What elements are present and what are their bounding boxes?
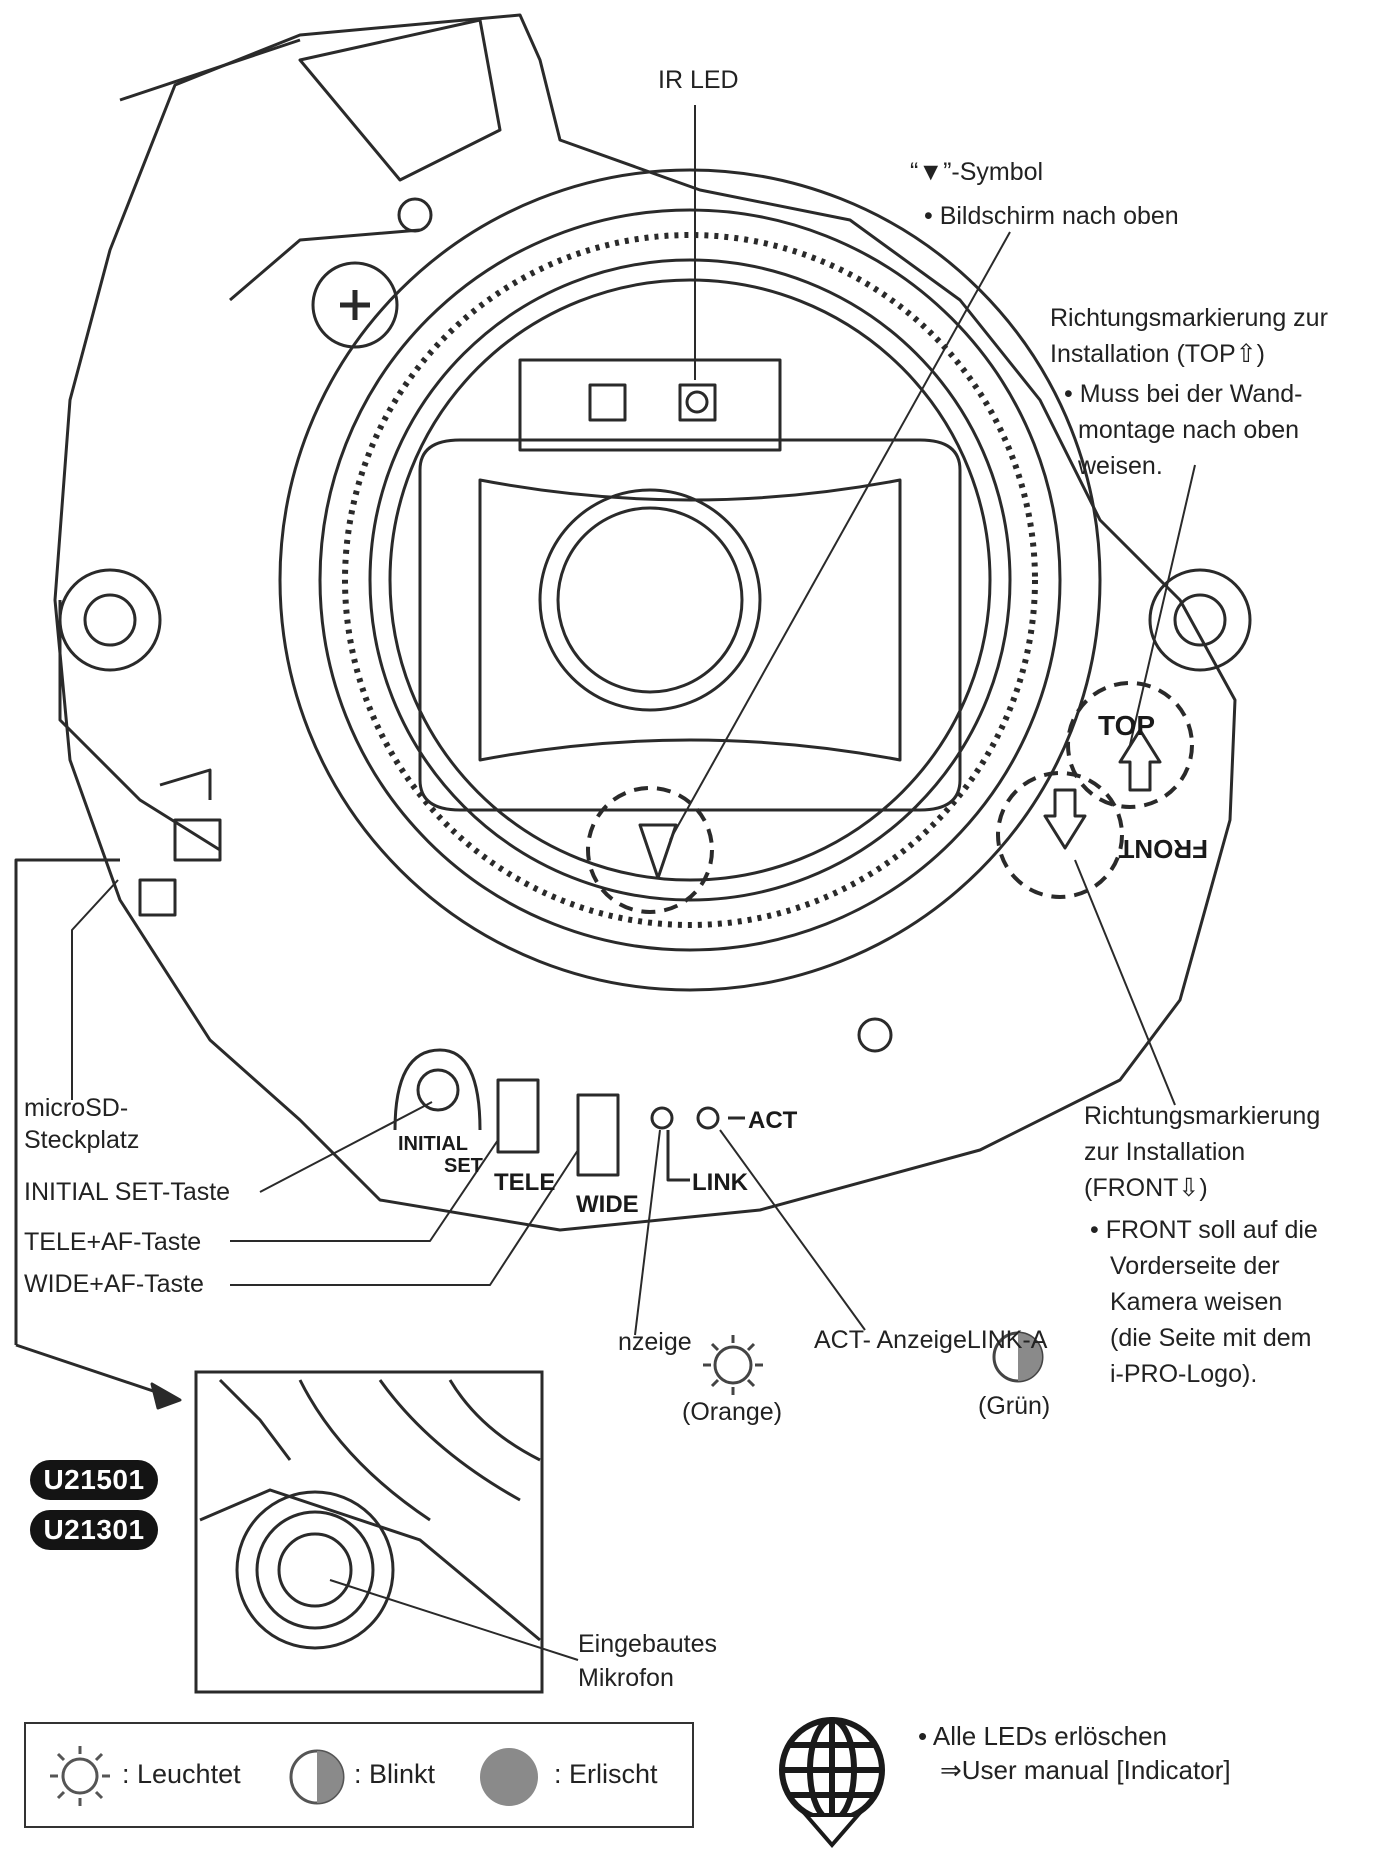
right-mount — [1148, 568, 1252, 672]
label-front-mark-3: (FRONT⇩) — [1084, 1174, 1208, 1202]
ir-led-left — [588, 383, 627, 422]
half-circle-icon — [289, 1749, 345, 1805]
label-front-mark-1: Richtungsmarkierung — [1084, 1102, 1321, 1130]
screw — [311, 261, 399, 349]
label-front-note-5: i-PRO-Logo). — [1110, 1360, 1258, 1388]
marking-act: ACT — [748, 1107, 798, 1134]
microsd-slot — [173, 818, 222, 862]
marking-set: SET — [444, 1155, 483, 1177]
top-mark — [1066, 681, 1194, 809]
label-link-indicator: nzeige — [618, 1328, 692, 1356]
label-top-mark-2: Installation (TOP⇧) — [1050, 340, 1266, 368]
marking-top: TOP — [1098, 710, 1155, 741]
label-front-note-1: • FRONT soll auf die — [1090, 1216, 1318, 1244]
label-mic-1: Eingebautes — [578, 1630, 718, 1658]
label-symbol: “▼”-Symbol — [910, 158, 1044, 186]
label-front-note-3: Kamera weisen — [1110, 1288, 1283, 1316]
act-led — [696, 1106, 720, 1130]
led-legend: : Leuchtet : Blinkt : Erlischt — [24, 1722, 694, 1828]
label-front-note-4: (die Seite mit dem — [1110, 1324, 1312, 1352]
microphone-inset — [194, 1370, 544, 1694]
label-act-color: (Grün) — [978, 1392, 1051, 1420]
filled-circle-icon — [480, 1748, 538, 1806]
label-top-note-1: • Muss bei der Wand- — [1064, 380, 1303, 408]
ir-led — [678, 383, 717, 422]
front-mark — [996, 771, 1124, 899]
initial-set-button — [416, 1068, 460, 1112]
label-tele-af: TELE+AF-Taste — [24, 1228, 202, 1256]
legend-off: : Erlischt — [554, 1759, 658, 1789]
globe-download-icon — [779, 1717, 885, 1849]
wide-button — [576, 1093, 620, 1177]
marking-link: LINK — [692, 1169, 749, 1196]
label-ir-led: IR LED — [658, 66, 739, 94]
half-circle-icon — [992, 1331, 1044, 1383]
label-top-mark-1: Richtungsmarkierung zur — [1050, 304, 1328, 332]
marking-initial: INITIAL — [398, 1133, 468, 1155]
label-initial-set: INITIAL SET-Taste — [24, 1178, 231, 1206]
legend-on: : Leuchtet — [122, 1759, 241, 1789]
lens — [538, 488, 762, 712]
marking-wide: WIDE — [576, 1191, 639, 1218]
gear-ring — [318, 208, 1062, 952]
label-microsd-2: Steckplatz — [24, 1126, 140, 1154]
label-act-indicator: ACT- AnzeigeLINK-A — [814, 1326, 1048, 1354]
label-front-mark-2: zur Installation — [1084, 1138, 1246, 1166]
microphone — [235, 1490, 395, 1650]
tele-button — [496, 1078, 540, 1154]
sun-icon — [50, 1746, 110, 1806]
outer-ring — [278, 168, 1102, 992]
left-mount — [58, 568, 162, 672]
lens-housing — [418, 438, 962, 812]
label-link-color: (Orange) — [682, 1398, 783, 1426]
model-badge-u21501: U21501 — [30, 1460, 158, 1500]
link-led — [650, 1106, 674, 1130]
marking-front: FRONT — [1118, 834, 1208, 864]
sun-icon — [703, 1335, 763, 1395]
footer-note-line2[interactable]: ⇒User manual [Indicator] — [940, 1755, 1231, 1785]
model-badge-u21301: U21301 — [30, 1510, 158, 1550]
label-wide-af: WIDE+AF-Taste — [24, 1270, 204, 1298]
marking-tele: TELE — [494, 1169, 555, 1196]
camera-housing — [53, 13, 1237, 1232]
label-top-note-3: weisen. — [1078, 452, 1163, 480]
footer-note-line1: • Alle LEDs erlöschen — [918, 1721, 1168, 1751]
screen-up-mark — [586, 786, 714, 914]
label-top-note-2: montage nach oben — [1078, 416, 1300, 444]
legend-blink: : Blinkt — [354, 1759, 436, 1789]
label-mic-2: Mikrofon — [578, 1664, 674, 1692]
label-microsd-1: microSD- — [24, 1094, 129, 1122]
label-symbol-note: • Bildschirm nach oben — [924, 202, 1179, 230]
label-front-note-2: Vorderseite der — [1110, 1252, 1280, 1280]
